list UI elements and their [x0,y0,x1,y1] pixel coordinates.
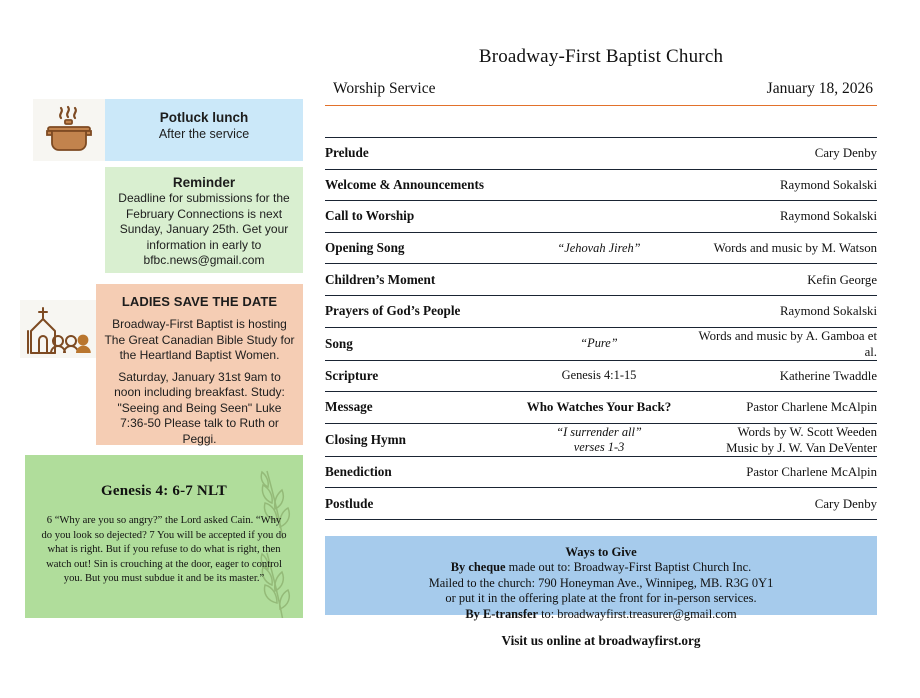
ways-to-give-title: Ways to Give [565,545,637,559]
cheque-text: made out to: Broadway-First Baptist Chur… [505,560,752,574]
table-row: Message Who Watches Your Back? Pastor Ch… [325,391,877,424]
ladies-paragraph-1: Broadway-First Baptist is hosting The Gr… [104,317,295,362]
table-row: Call to Worship Raymond Sokalski [325,200,877,233]
order-person: Raymond Sokalski [779,177,877,192]
church-and-people-icon [20,300,96,358]
ways-to-give-etransfer: By E-transfer to: broadwayfirst.treasure… [325,607,877,623]
cheque-label: By cheque [450,560,506,574]
order-detail: “I surrender all” verses 1-3 [511,423,687,456]
order-item: Welcome & Announcements [325,176,484,192]
scripture-title: Genesis 4: 6-7 NLT [101,483,227,499]
table-row: Children’s Moment Kefin George [325,263,877,296]
table-row: Opening Song “Jehovah Jireh” Words and m… [325,232,877,264]
visit-online-footer: Visit us online at broadwayfirst.org [501,633,701,648]
order-detail [511,201,687,233]
order-person: Words and music by M. Watson [713,241,877,256]
reminder-title: Reminder [172,175,236,190]
order-detail-line-1: “I surrender all” [556,424,642,439]
ways-to-give-plate: or put it in the offering plate at the f… [445,591,757,606]
bulletin-main: Broadway-First Baptist Church Worship Se… [325,0,877,698]
order-person: Katherine Twaddle [779,368,877,383]
order-detail [511,138,687,170]
order-item: Message [325,399,373,415]
ways-to-give-panel: Ways to Give By cheque made out to: Broa… [325,536,877,621]
order-item: Closing Hymn [325,431,406,447]
table-row: Prayers of God’s People Raymond Sokalski [325,295,877,327]
service-label: Worship Service [333,80,436,97]
table-row: Song “Pure” Words and music by A. Gamboa… [325,327,877,360]
header-divider [325,105,877,106]
cooking-pot-icon [33,99,105,161]
order-person: Pastor Charlene McAlpin [746,465,877,480]
church-name: Broadway-First Baptist Church [478,46,724,67]
order-of-service-table: Prelude Cary Denby Welcome & Announcemen… [325,137,877,520]
order-detail: “Jehovah Jireh” [557,240,641,255]
order-detail [511,264,687,296]
table-row: Postlude Cary Denby [325,487,877,520]
service-header: Worship Service January 18, 2026 [325,80,877,102]
table-row: Prelude Cary Denby [325,137,877,170]
order-item: Postlude [325,495,374,511]
order-person: Kefin George [807,272,877,287]
order-item: Benediction [325,464,392,480]
ladies-paragraph-2: Saturday, January 31st 9am to noon inclu… [114,369,285,446]
order-item: Scripture [325,367,379,383]
potluck-title: Potluck lunch [159,110,249,125]
ladies-save-the-date-announcement: LADIES SAVE THE DATE Broadway-First Bapt… [96,284,303,446]
service-date: January 18, 2026 [766,80,873,97]
scripture-passage-box: Genesis 4: 6-7 NLT 6 “Why are you so ang… [25,455,303,618]
order-item: Song [325,335,353,351]
order-person: Raymond Sokalski [779,304,877,319]
leaf-sprig-icon [260,552,291,618]
order-item: Opening Song [325,240,405,256]
table-row: Closing Hymn “I surrender all” verses 1-… [325,423,877,456]
leaf-sprig-icon [260,470,291,540]
order-item: Call to Worship [325,208,415,224]
potluck-subtitle: After the service [158,127,250,141]
reminder-body: Deadline for submissions for the Februar… [118,191,290,267]
scripture-body: 6 “Why are you so angry?” the Lord asked… [41,515,287,585]
order-detail [511,295,687,327]
order-person: Words by W. Scott Weeden Music by J. W. … [687,423,877,456]
order-item: Prayers of God’s People [325,303,461,319]
order-detail-line-2: verses 1-3 [573,439,625,454]
order-item: Children’s Moment [325,271,436,287]
potluck-announcement: Potluck lunch After the service [105,99,303,161]
order-detail: “Pure” [580,336,618,351]
order-detail [511,169,687,201]
order-person-line-2: Music by J. W. Van DeVenter [726,440,877,455]
etransfer-label: By E-transfer [465,606,538,621]
order-person-line-1: Words by W. Scott Weeden [737,424,877,439]
order-person: Pastor Charlene McAlpin [746,400,877,415]
order-detail: Genesis 4:1-15 [561,368,637,383]
order-detail [511,488,687,520]
order-person: Words and music by A. Gamboa et al. [698,328,877,359]
ways-to-give-mail: Mailed to the church: 790 Honeyman Ave.,… [428,575,774,590]
reminder-announcement: Reminder Deadline for submissions for th… [105,167,303,273]
table-row: Welcome & Announcements Raymond Sokalski [325,169,877,201]
order-item: Prelude [325,145,369,161]
ways-to-give-cheque: By cheque made out to: Broadway-First Ba… [325,560,877,576]
announcements-sidebar: Potluck lunch After the service Reminder… [0,0,320,698]
order-detail: Who Watches Your Back? [526,399,672,415]
order-person: Cary Denby [814,496,877,511]
order-person: Cary Denby [814,146,877,161]
etransfer-text: to: broadwayfirst.treasurer@gmail.com [538,606,737,621]
ladies-title: LADIES SAVE THE DATE [121,294,278,309]
table-row: Scripture Genesis 4:1-15 Katherine Twadd… [325,360,877,392]
order-detail [511,456,687,488]
table-row: Benediction Pastor Charlene McAlpin [325,456,877,488]
order-person: Raymond Sokalski [779,209,877,224]
